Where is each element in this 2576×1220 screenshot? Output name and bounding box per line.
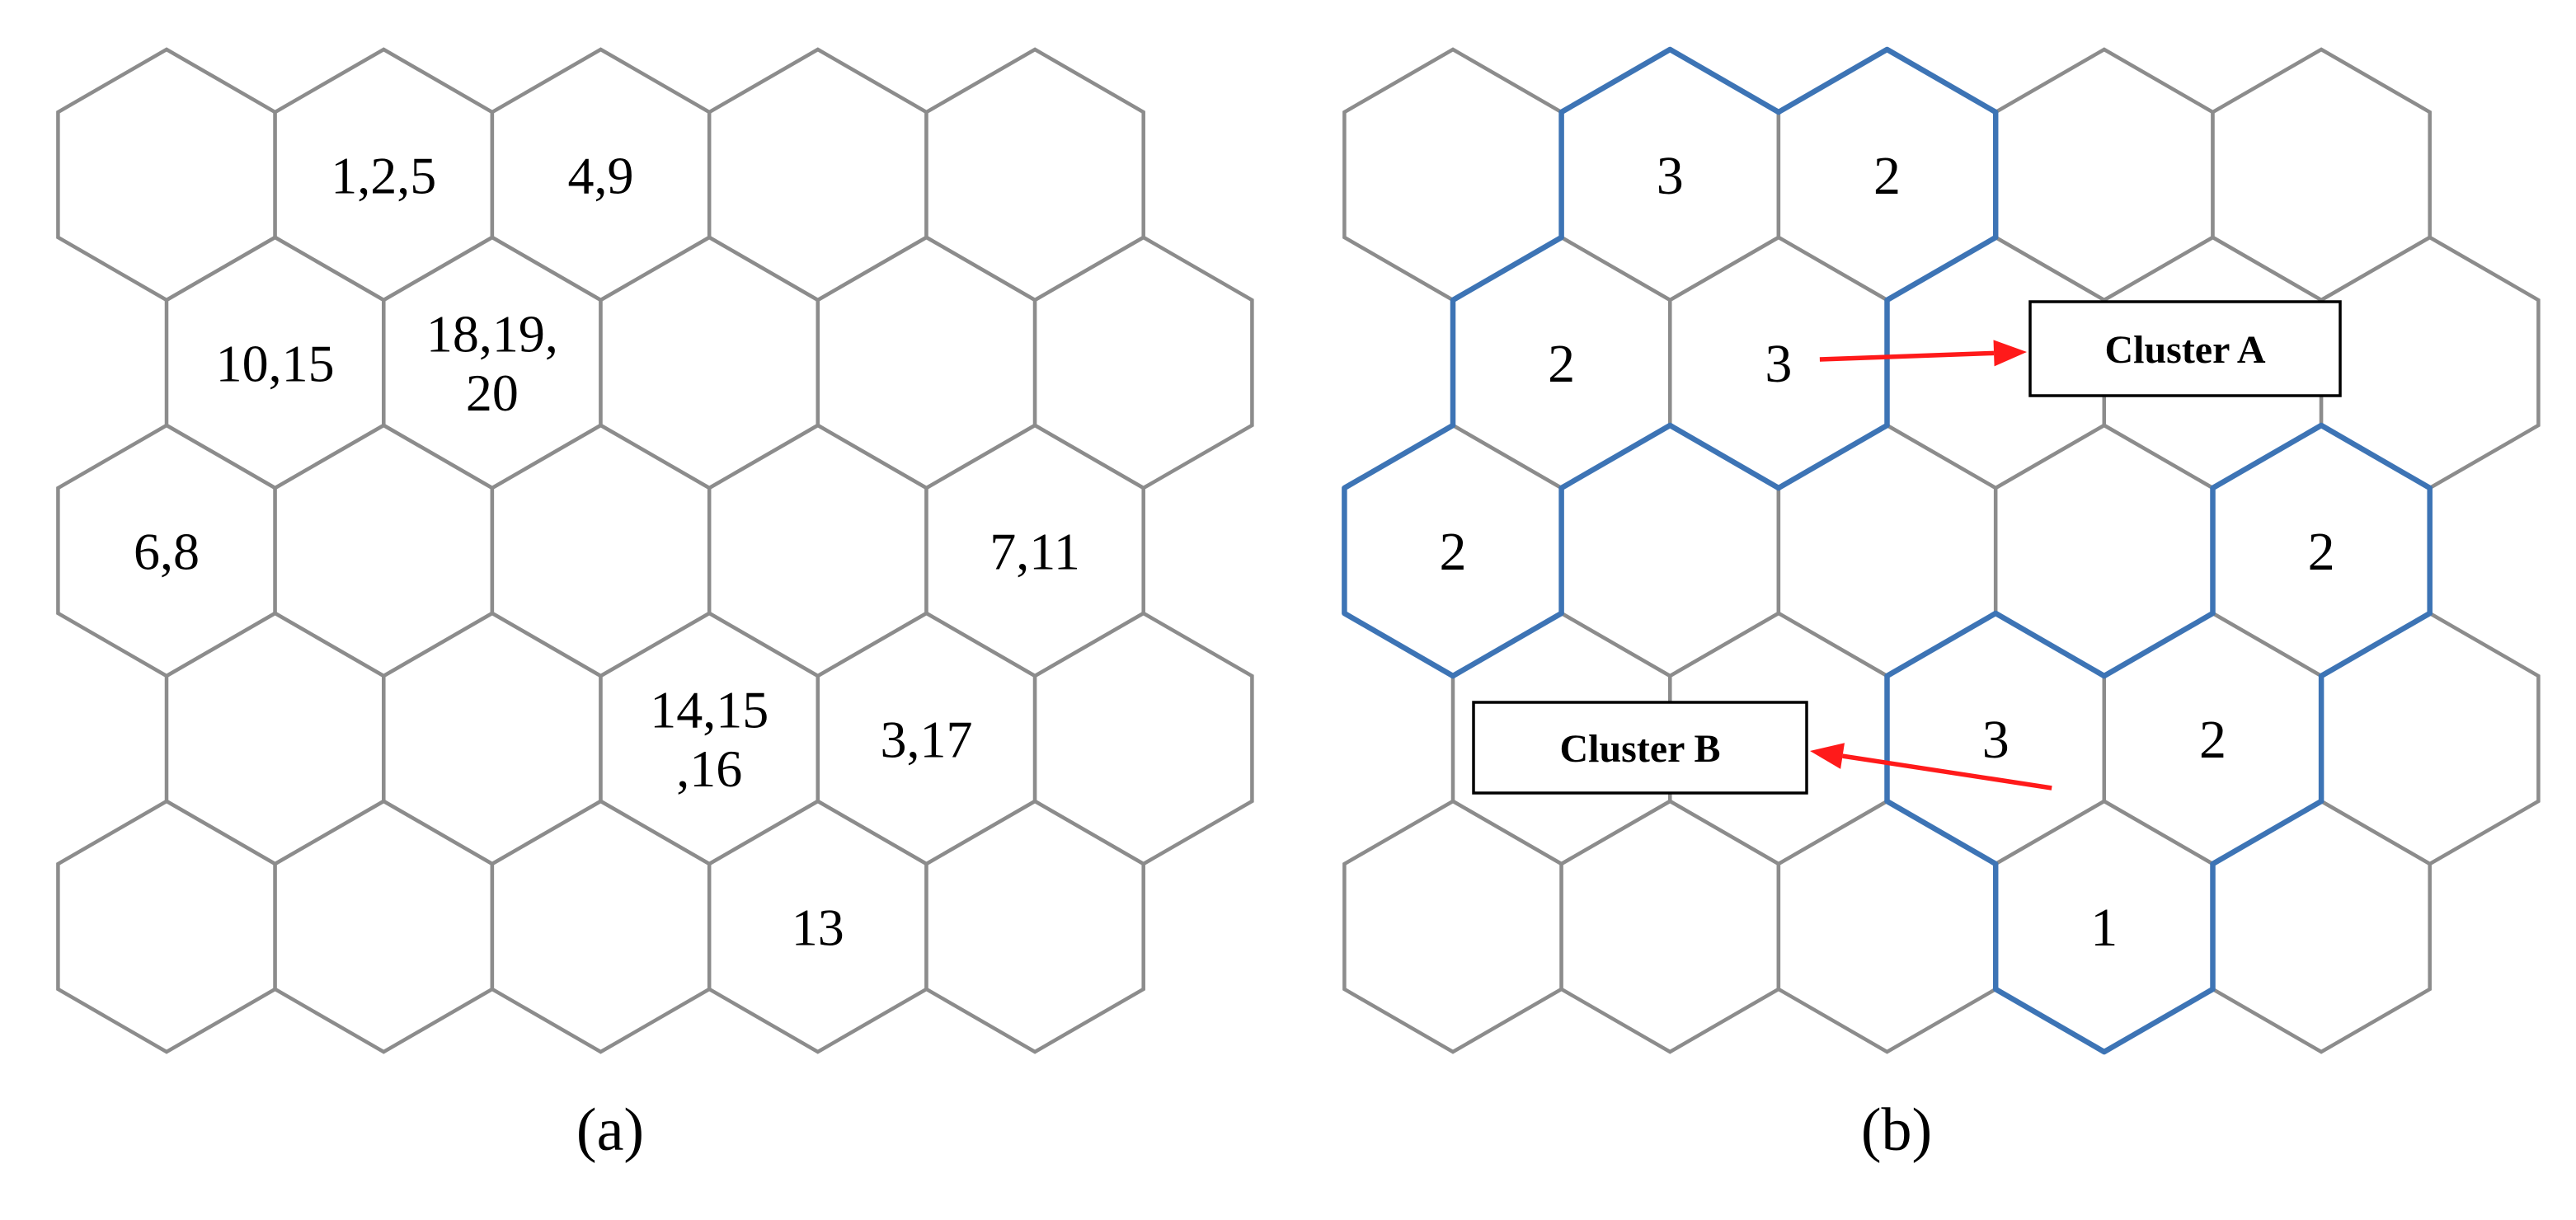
cell-label-line: 3	[1657, 146, 1684, 206]
cell-label-r0-c2: 2	[1873, 146, 1901, 206]
cell-label-line: ,16	[676, 739, 742, 798]
cell-label-r3-c3: 3,17	[881, 710, 973, 768]
hex-cell-r4-c4	[924, 799, 1145, 1054]
arrow-head-0	[1993, 340, 2027, 367]
cell-label-line: 7,11	[990, 522, 1080, 580]
cell-label-r0-c1: 1,2,5	[331, 146, 436, 204]
cell-label-line: 3	[1982, 710, 2010, 770]
cell-label-line: 1	[2090, 898, 2118, 958]
cell-label-line: 20	[466, 364, 519, 422]
cluster-outline-1	[1884, 422, 2433, 1055]
cell-label-r2-c0: 2	[1440, 522, 1467, 582]
cell-label-line: 18,19,	[426, 305, 558, 364]
cell-label-line: 13	[792, 898, 844, 956]
cell-label-r2-c4: 2	[2308, 522, 2335, 582]
cell-label-line: 2	[2199, 710, 2226, 770]
cell-label-r1-c1: 18,19,20	[426, 305, 558, 423]
cell-label-line: 2	[2308, 522, 2335, 582]
callout-label-0: Cluster A	[2104, 328, 2265, 372]
callout-box-0	[2028, 300, 2342, 397]
cell-label-r2-c0: 6,8	[134, 522, 200, 580]
panel-a: 1,2,5 4,9 10,15 18,19,20 6,8 7,11 14,15,16 3,17…	[56, 47, 1254, 1054]
cell-label-line: 3	[1765, 334, 1792, 394]
arrow-line-1	[1842, 753, 2052, 791]
arrow-line-0	[1819, 350, 1995, 362]
cell-label-line: 1,2,5	[331, 146, 436, 204]
callout-label-1: Cluster B	[1559, 727, 1720, 771]
cell-label-line: 14,15	[650, 681, 769, 739]
cell-label-r2-c4: 7,11	[990, 522, 1080, 580]
cell-label-r3-c2: 14,15,16	[650, 681, 769, 799]
panel-b: 3 2 2 3 2 2 3 2 1 Cluster A Cluster B	[1342, 46, 2541, 1055]
cell-label-r4-c3: 1	[2090, 898, 2118, 958]
cell-label-line: 3,17	[881, 710, 973, 768]
callout-box-1	[1472, 701, 1808, 795]
arrow-head-1	[1810, 743, 1845, 769]
cell-label-r0-c2: 4,9	[568, 146, 634, 204]
cell-label-r0-c1: 3	[1657, 146, 1684, 206]
cell-label-line: 4,9	[568, 146, 634, 204]
cell-label-line: 6,8	[134, 522, 200, 580]
cell-label-line: 2	[1548, 334, 1575, 394]
cell-label-r1-c0: 10,15	[216, 334, 335, 392]
cell-label-r1-c1: 3	[1765, 334, 1792, 394]
caption-b: (b)	[1861, 1096, 1932, 1164]
cell-label-line: 2	[1440, 522, 1467, 582]
cell-label-line: 2	[1873, 146, 1901, 206]
caption-a: (a)	[576, 1096, 644, 1164]
cell-label-r1-c0: 2	[1548, 334, 1575, 394]
cluster-outline-0	[1342, 46, 1999, 679]
cell-label-r4-c3: 13	[792, 898, 844, 956]
cell-label-line: 10,15	[216, 334, 335, 392]
cell-label-r3-c2: 3	[1982, 710, 2010, 770]
cell-label-r3-c3: 2	[2199, 710, 2226, 770]
